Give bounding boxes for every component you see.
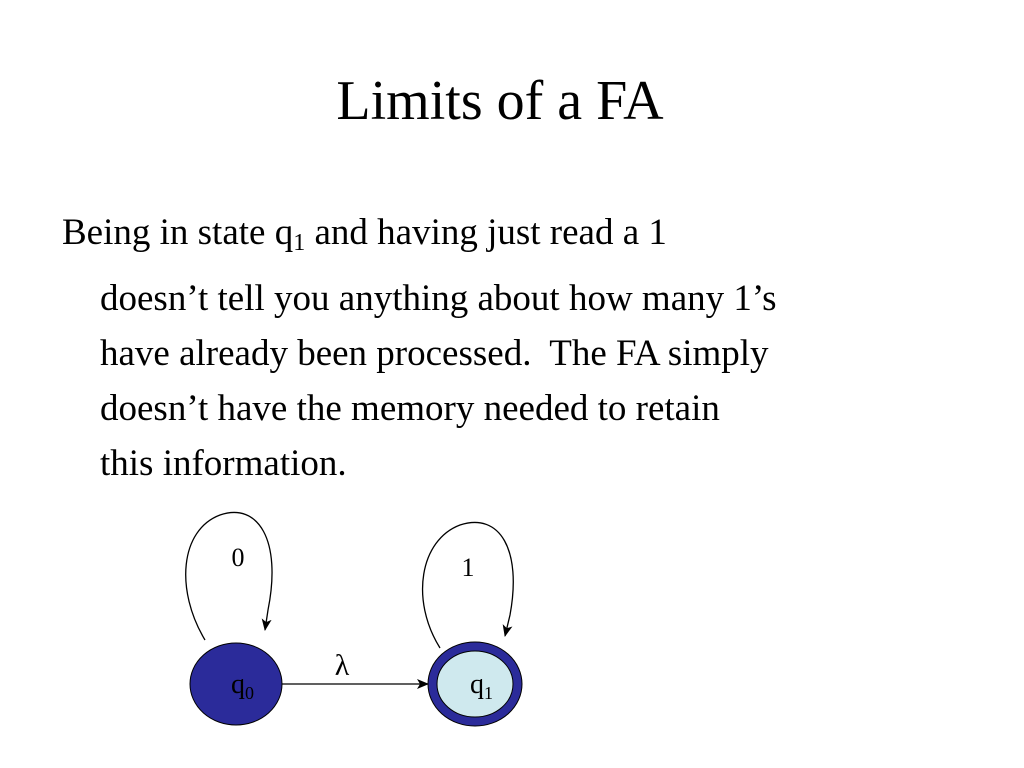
state-q1-name: q	[470, 669, 484, 700]
body-line-5: this information.	[100, 443, 347, 484]
body-line-1: Being in state q1 and having just read a…	[62, 205, 962, 271]
slide-title: Limits of a FA	[336, 70, 664, 132]
state-q0-name: q	[231, 669, 245, 700]
state-q1-subscript: 1	[484, 683, 493, 703]
state-q0	[189, 642, 283, 726]
body-line-1-start: Being in state q	[62, 212, 294, 253]
body-line-1-end: and having just read a 1	[305, 212, 667, 253]
self-loop-q0-label: 0	[232, 543, 245, 572]
state-q1	[436, 650, 514, 718]
self-loop-q0	[185, 511, 273, 641]
transition-label: λ	[335, 649, 350, 682]
state-subscript: 1	[293, 230, 306, 256]
body-paragraph: Being in state q1 and having just read a…	[62, 205, 962, 491]
state-q0-label: q0	[231, 669, 254, 703]
body-line-3: have already been processed. The FA simp…	[100, 333, 769, 374]
state-q0-subscript: 0	[245, 683, 254, 703]
body-line-2: doesn’t tell you anything about how many…	[100, 278, 777, 319]
self-loop-q1	[421, 521, 514, 649]
body-line-4: doesn’t have the memory needed to retain	[100, 388, 720, 429]
self-loop-q1-label: 1	[462, 553, 475, 582]
state-q1-label: q1	[470, 669, 493, 703]
